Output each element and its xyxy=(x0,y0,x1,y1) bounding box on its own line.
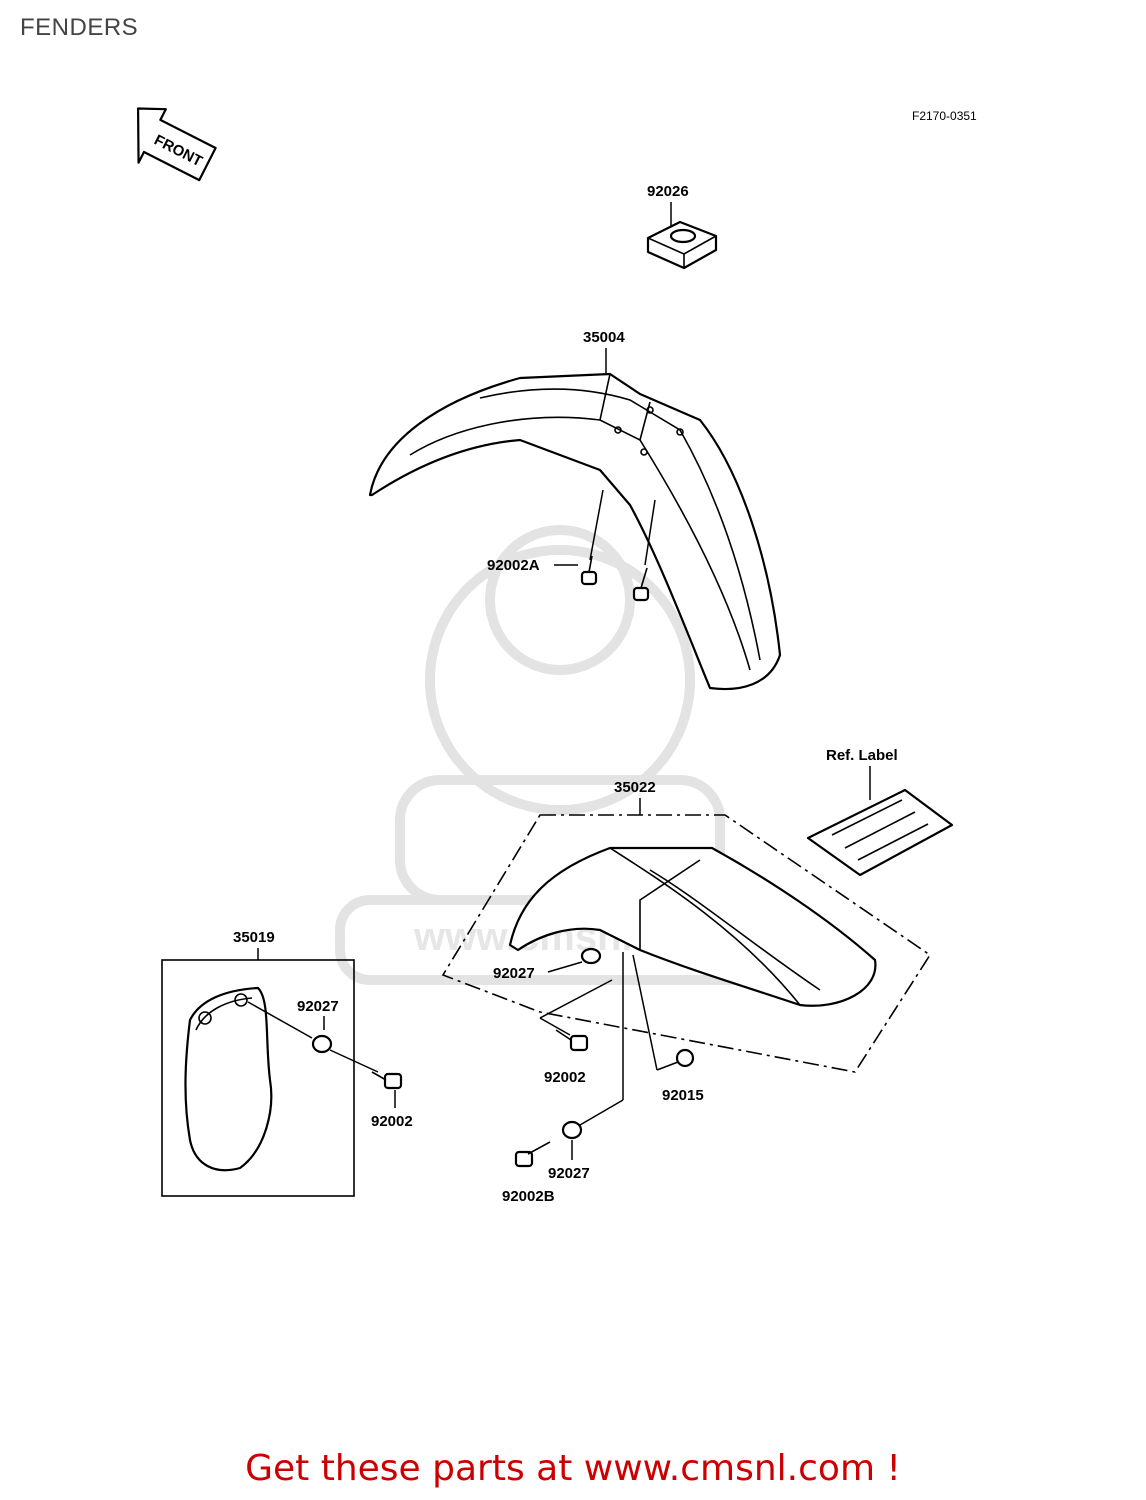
front-arrow-icon: FRONT xyxy=(136,107,217,182)
part-92027-collar-rear xyxy=(580,947,602,965)
part-92002A-bolt xyxy=(580,555,650,602)
page-title: FENDERS xyxy=(20,14,139,41)
part-label-92027-lower: 92027 xyxy=(548,1165,590,1182)
ref-label-decal xyxy=(806,788,954,877)
part-label-35019: 35019 xyxy=(233,929,275,946)
part-label-92027-rear: 92027 xyxy=(493,965,535,982)
part-label-92002A: 92002A xyxy=(487,557,540,574)
part-35019-bounding-box xyxy=(161,959,355,1197)
part-label-92015: 92015 xyxy=(662,1087,704,1104)
part-label-35004: 35004 xyxy=(583,329,625,346)
part-35019-side-cover xyxy=(184,986,273,1172)
part-label-92002-rear: 92002 xyxy=(544,1069,586,1086)
part-92015-nut xyxy=(675,1048,695,1068)
part-92026-damper xyxy=(646,220,718,270)
part-label-92026: 92026 xyxy=(647,183,689,200)
part-35022-rear-fender xyxy=(508,846,877,1007)
part-label-92002-side: 92002 xyxy=(371,1113,413,1130)
part-92027-collar-lower xyxy=(561,1120,583,1140)
part-92002B-bolt xyxy=(514,1141,551,1168)
ref-label-caption: Ref. Label xyxy=(826,747,898,764)
part-label-92027-side: 92027 xyxy=(297,998,339,1015)
part-92002-bolt-rear xyxy=(555,1029,589,1052)
part-35004-front-fender xyxy=(368,372,782,691)
part-92002-bolt-side xyxy=(371,1071,403,1090)
part-label-92002B: 92002B xyxy=(502,1188,555,1205)
part-label-35022: 35022 xyxy=(614,779,656,796)
part-92027-collar-side xyxy=(311,1034,333,1054)
figure-code: F2170-0351 xyxy=(912,109,977,123)
get-parts-link[interactable]: Get these parts at www.cmsnl.com ! xyxy=(245,1448,901,1489)
